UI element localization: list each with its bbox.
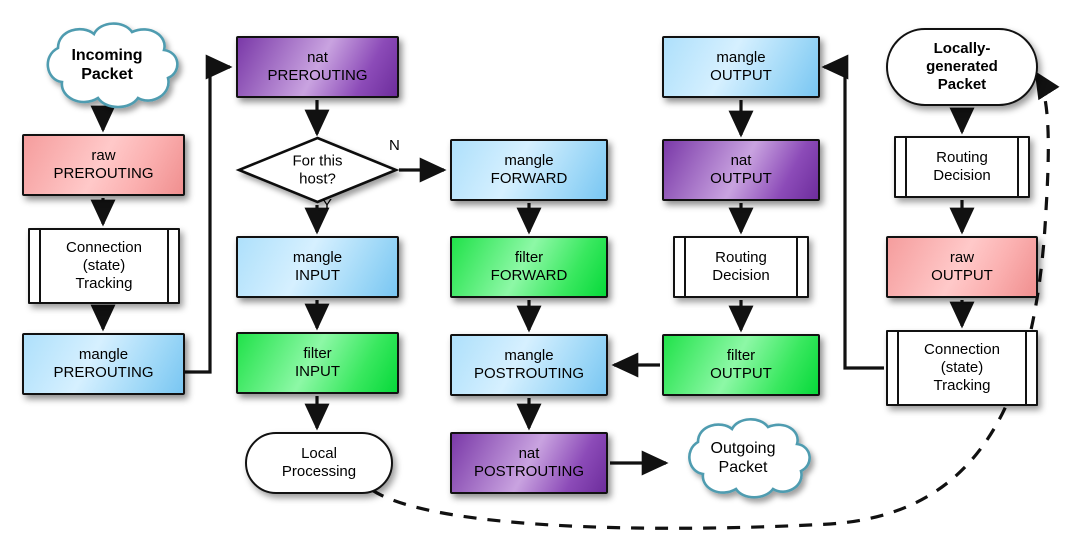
node-label: Local Processing bbox=[281, 445, 357, 480]
node-label: filter FORWARD bbox=[490, 249, 568, 284]
node-label: Routing Decision bbox=[712, 249, 770, 284]
node-label: Connection (state) Tracking bbox=[924, 341, 1000, 394]
node-filter-forward: filter FORWARD bbox=[450, 236, 608, 298]
node-label: mangle PREROUTING bbox=[53, 346, 154, 381]
diamond-shape bbox=[235, 136, 400, 204]
node-label: raw PREROUTING bbox=[53, 147, 154, 182]
node-label: mangle POSTROUTING bbox=[473, 347, 584, 382]
cloud-shape bbox=[46, 22, 179, 109]
cloud-shape bbox=[688, 418, 811, 499]
node-nat-output: nat OUTPUT bbox=[662, 139, 820, 201]
node-label: filter INPUT bbox=[295, 345, 340, 380]
node-routing-decision-local: Routing Decision bbox=[894, 136, 1030, 198]
edge-local-processing-to-locally-generated-dashed bbox=[371, 70, 1060, 530]
node-label: nat OUTPUT bbox=[710, 152, 772, 187]
node-label: Locally- generated Packet bbox=[926, 40, 998, 93]
node-label: Routing Decision bbox=[933, 149, 991, 184]
node-mangle-input: mangle INPUT bbox=[236, 236, 399, 298]
node-label: Incoming Packet bbox=[71, 47, 143, 83]
node-filter-input: filter INPUT bbox=[236, 332, 399, 394]
node-connection-tracking-outbound: Connection (state) Tracking bbox=[886, 330, 1038, 406]
node-label: Connection (state) Tracking bbox=[66, 239, 142, 292]
edge-conntrack-to-mangle-output bbox=[821, 54, 884, 370]
node-label: mangle OUTPUT bbox=[710, 49, 772, 84]
edge-mangle-prerouting-to-nat-prerouting bbox=[185, 54, 233, 374]
node-mangle-postrouting: mangle POSTROUTING bbox=[450, 334, 608, 396]
node-connection-tracking-inbound: Connection (state) Tracking bbox=[28, 228, 180, 304]
node-mangle-forward: mangle FORWARD bbox=[450, 139, 608, 201]
node-label: Outgoing Packet bbox=[710, 440, 776, 476]
node-decision-for-this-host: For this host? bbox=[235, 136, 400, 204]
node-mangle-prerouting: mangle PREROUTING bbox=[22, 333, 185, 395]
node-raw-output: raw OUTPUT bbox=[886, 236, 1038, 298]
node-filter-output: filter OUTPUT bbox=[662, 334, 820, 396]
node-label: raw OUTPUT bbox=[931, 249, 993, 284]
node-nat-prerouting: nat PREROUTING bbox=[236, 36, 399, 98]
node-mangle-output: mangle OUTPUT bbox=[662, 36, 820, 98]
edge-label-branch-no: N bbox=[389, 137, 400, 154]
node-label: nat POSTROUTING bbox=[473, 445, 584, 480]
node-label: mangle INPUT bbox=[292, 249, 343, 284]
node-label: filter OUTPUT bbox=[710, 347, 772, 382]
node-local-processing: Local Processing bbox=[245, 432, 393, 494]
edge-label-branch-yes: Y bbox=[322, 196, 333, 213]
node-routing-decision-output: Routing Decision bbox=[673, 236, 809, 298]
node-label: For this host? bbox=[292, 152, 343, 187]
node-incoming-packet: Incoming Packet bbox=[22, 18, 192, 114]
node-nat-postrouting: nat POSTROUTING bbox=[450, 432, 608, 494]
node-locally-generated-packet: Locally- generated Packet bbox=[886, 28, 1038, 106]
node-outgoing-packet: Outgoing Packet bbox=[668, 414, 818, 504]
node-label: nat PREROUTING bbox=[267, 49, 368, 84]
node-label: mangle FORWARD bbox=[490, 152, 568, 187]
node-raw-prerouting: raw PREROUTING bbox=[22, 134, 185, 196]
